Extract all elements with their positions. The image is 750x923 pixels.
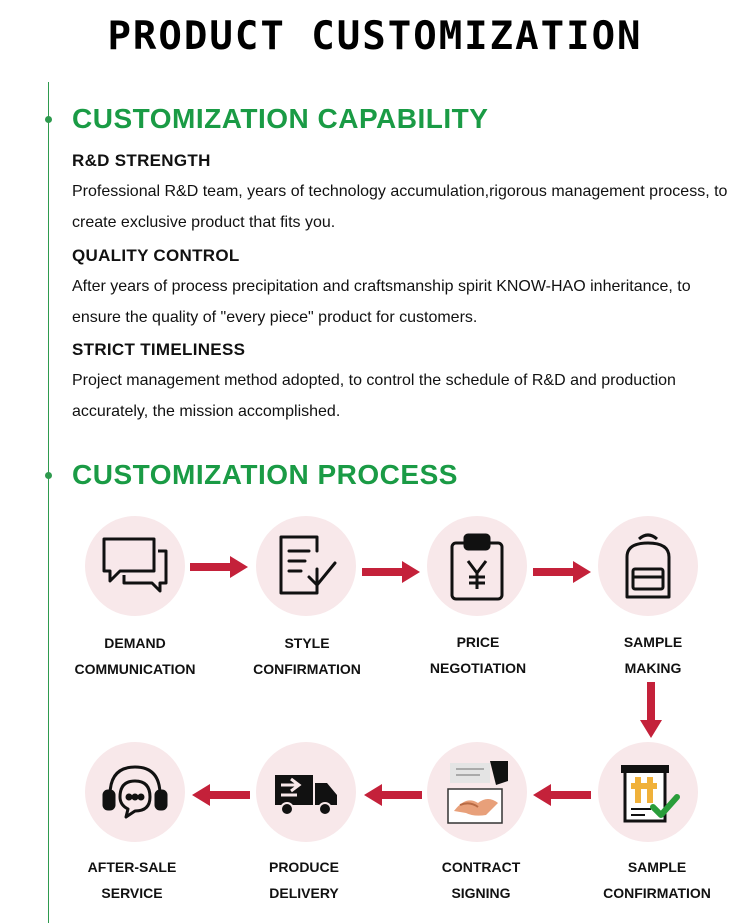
step-label: SAMPLE MAKING — [568, 629, 738, 681]
step-label: STYLE CONFIRMATION — [222, 630, 392, 682]
step-circle-after-sale — [85, 742, 185, 842]
step-label-line2: COMMUNICATION — [74, 661, 196, 677]
step-label: CONTRACT SIGNING — [396, 854, 566, 906]
chat-bubbles-icon — [102, 537, 168, 593]
step-label-line1: AFTER-SALE — [87, 859, 177, 875]
arrow-down-icon — [640, 682, 662, 738]
arrow-right-icon — [190, 556, 248, 578]
clipboard-yen-icon — [450, 533, 504, 601]
arrow-left-icon — [364, 784, 422, 806]
sample-confirm-icon — [621, 765, 680, 823]
step-label: AFTER-SALE SERVICE — [47, 854, 217, 906]
arrow-left-icon — [533, 784, 591, 806]
step-circle-contract — [427, 742, 527, 842]
step-label-line1: PRODUCE — [268, 859, 339, 875]
arrow-right-icon — [533, 561, 591, 583]
backpack-icon — [625, 533, 671, 599]
process-title: CUSTOMIZATION PROCESS — [72, 459, 458, 490]
capability-heading: STRICT TIMELINESS — [72, 340, 246, 359]
arrow-right-icon — [362, 561, 420, 583]
step-label: DEMAND COMMUNICATION — [50, 630, 220, 682]
step-label-line2: NEGOTIATION — [429, 660, 527, 676]
step-label-line2: SIGNING — [451, 885, 511, 901]
timeline-dot — [45, 472, 52, 479]
step-circle-sample-making — [598, 516, 698, 616]
capability-heading: QUALITY CONTROL — [72, 246, 240, 265]
truck-icon — [275, 775, 337, 816]
step-circle-delivery — [256, 742, 356, 842]
step-label-line2: SERVICE — [101, 885, 163, 901]
step-label-line1: DEMAND — [104, 635, 166, 651]
step-label: PRICE NEGOTIATION — [393, 629, 563, 681]
step-label-line1: PRICE — [456, 634, 500, 650]
capability-title: CUSTOMIZATION CAPABILITY — [72, 103, 489, 134]
capability-heading: R&D STRENGTH — [72, 151, 211, 170]
capability-text: Project management method adopted, to co… — [72, 372, 676, 420]
step-circle-price — [427, 516, 527, 616]
document-check-icon — [279, 535, 337, 595]
step-label-line2: CONFIRMATION — [603, 885, 711, 901]
step-label-line2: DELIVERY — [269, 885, 339, 901]
page-title: PRODUCT CUSTOMIZATION — [107, 14, 643, 59]
step-label-line1: SAMPLE — [623, 634, 683, 650]
handshake-icon — [447, 761, 508, 824]
capability-text: After years of process precipitation and… — [72, 278, 691, 326]
step-circle-demand — [85, 516, 185, 616]
step-label: PRODUCE DELIVERY — [219, 854, 389, 906]
step-label: SAMPLE CONFIRMATION — [572, 854, 742, 906]
step-label-line2: MAKING — [624, 660, 682, 676]
step-label-line1: CONTRACT — [441, 859, 521, 875]
capability-text: Professional R&D team, years of technolo… — [72, 183, 728, 231]
step-label-line2: CONFIRMATION — [253, 661, 361, 677]
headset-icon — [102, 765, 168, 819]
step-circle-sample-confirmation — [598, 742, 698, 842]
timeline-dot — [45, 116, 52, 123]
step-label-line1: SAMPLE — [627, 859, 687, 875]
arrow-left-icon — [192, 784, 250, 806]
step-label-line1: STYLE — [284, 635, 330, 651]
step-circle-style — [256, 516, 356, 616]
timeline-line — [48, 82, 49, 923]
